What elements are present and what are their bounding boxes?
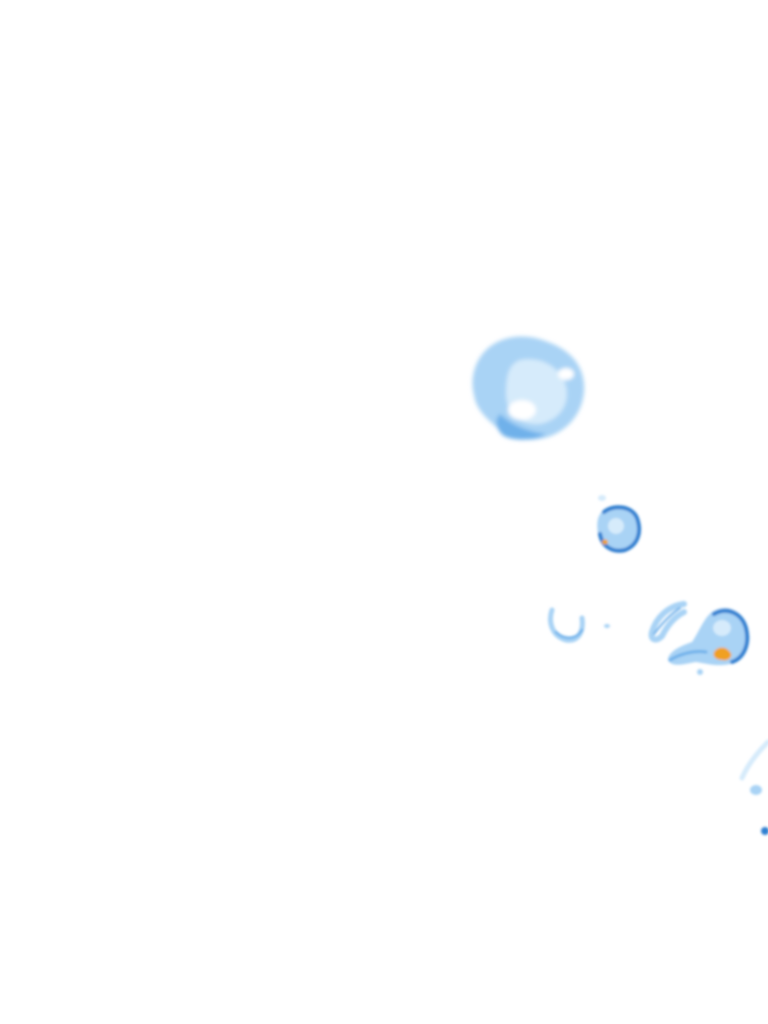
precip-area-moderate [496, 414, 546, 440]
precip-area-very-light [739, 739, 768, 781]
precip-fragment [697, 669, 703, 675]
precip-cell-arc-left [548, 607, 610, 643]
precip-area-moderate [653, 607, 681, 635]
precip-cell-edge [739, 739, 768, 835]
precip-cell-band [648, 601, 687, 643]
precip-core-intense [602, 539, 608, 545]
precip-core-intense [713, 647, 732, 661]
precip-fragment [761, 827, 768, 835]
precip-area-very-light [608, 518, 624, 534]
precip-cell-large [472, 336, 585, 440]
precip-fragment [598, 495, 606, 501]
precip-area-heavy [598, 505, 642, 553]
precip-fragment [750, 785, 762, 795]
precip-area-light [648, 601, 687, 643]
precip-area-moderate [668, 650, 708, 662]
precip-cell-cluster-right [668, 608, 750, 675]
precip-cell-compact [597, 495, 642, 554]
precip-area-heavy [712, 608, 750, 664]
precip-hole [558, 368, 574, 380]
precip-fragment [604, 624, 610, 628]
precip-area-very-light [713, 620, 731, 636]
precip-hole [508, 400, 536, 420]
precip-area-moderate [554, 628, 584, 639]
